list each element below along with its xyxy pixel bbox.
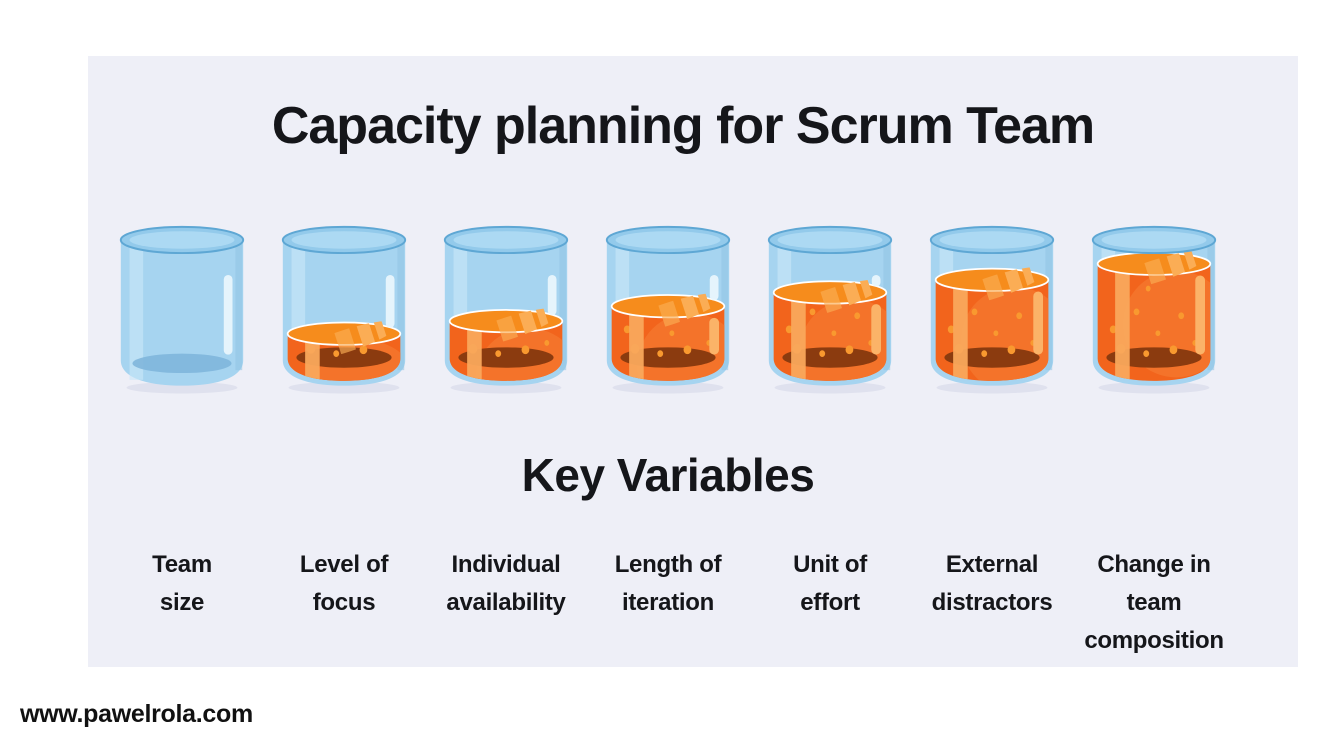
variable-label-line: Length of (614, 551, 722, 578)
glass-icon-change-in-team-composition (1091, 225, 1217, 394)
variable-label-external-distractors: External distractors (913, 546, 1071, 660)
glass-individual-availability (438, 216, 574, 403)
variable-label-line: team (1126, 589, 1182, 616)
glass-level-of-focus (276, 216, 412, 403)
website-url: www.pawelrola.com (20, 700, 253, 728)
glass-change-in-team-composition (1086, 216, 1222, 403)
glass-icon-level-of-focus (281, 225, 407, 394)
glass-length-of-iteration (600, 216, 736, 403)
glass-icon-external-distractors (929, 225, 1055, 394)
glass-team-size (114, 216, 250, 403)
glasses-row (63, 216, 1273, 403)
variable-label-line: size (159, 589, 205, 616)
variable-label-line: Individual (451, 551, 561, 578)
variable-label-change-in-team-composition: Change in team composition (1075, 546, 1233, 660)
variable-label-line: Level of (299, 551, 389, 578)
section-title-key-variables: Key Variables (521, 449, 815, 501)
variable-label-line: iteration (622, 589, 714, 616)
variable-label-line: availability (446, 589, 566, 616)
variable-label-line: effort (800, 589, 860, 616)
variable-label-length-of-iteration: Length of iteration (589, 546, 747, 660)
glass-icon-team-size (119, 225, 245, 394)
variable-label-line: distractors (931, 589, 1053, 616)
variable-label-line: Change in (1097, 551, 1211, 578)
glass-icon-unit-of-effort (767, 225, 893, 394)
variable-label-line: External (945, 551, 1039, 578)
glass-unit-of-effort (762, 216, 898, 403)
variable-label-team-size: Team size (103, 546, 261, 660)
variable-label-unit-of-effort: Unit of effort (751, 546, 909, 660)
glass-icon-individual-availability (443, 225, 569, 394)
variable-label-line: composition (1084, 627, 1224, 654)
page-title: Capacity planning for Scrum Team (271, 97, 1095, 155)
variable-label-line: Unit of (793, 551, 867, 578)
glass-external-distractors (924, 216, 1060, 403)
glass-icon-length-of-iteration (605, 225, 731, 394)
variable-labels-row: Team size Level of focus Individual availabil… (63, 546, 1273, 660)
infographic-card: Capacity planning for Scrum Team Key Var… (88, 56, 1298, 667)
variable-label-line: focus (312, 589, 376, 616)
variable-label-individual-availability: Individual availability (427, 546, 585, 660)
variable-label-level-of-focus: Level of focus (265, 546, 423, 660)
variable-label-line: Team (152, 551, 212, 578)
